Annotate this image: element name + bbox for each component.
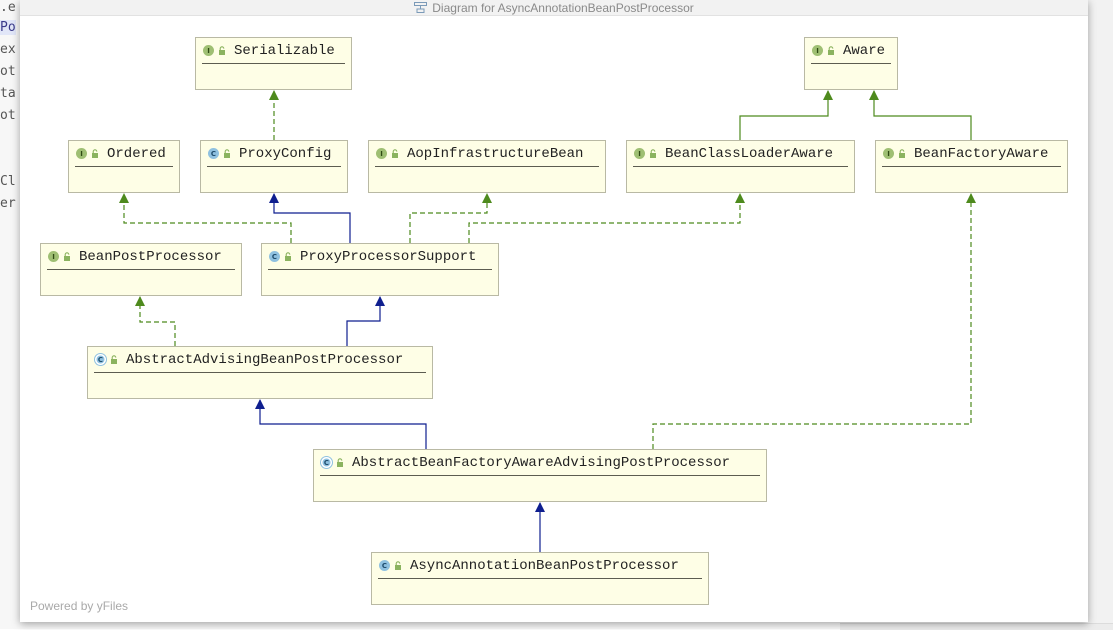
node-header: I AopInfrastructureBean xyxy=(375,141,599,167)
editor-right-gutter xyxy=(1088,0,1113,629)
edge-beanfactoryaware-aware xyxy=(869,90,972,140)
node-name-abstractbeanfactoryawareadvisingpostprocessor: AbstractBeanFactoryAwareAdvisingPostProc… xyxy=(352,454,731,471)
abstract-class-icon: C xyxy=(321,457,332,468)
lock-icon xyxy=(650,149,656,158)
node-name-beanclassloaderaware: BeanClassLoaderAware xyxy=(665,145,834,162)
editor-code-fragment: ta xyxy=(0,86,16,101)
edge-abstractadvising-beanpostprocessor xyxy=(135,296,176,346)
node-name-ordered: Ordered xyxy=(107,145,166,162)
node-header: I BeanClassLoaderAware xyxy=(633,141,848,167)
class-icon: C xyxy=(208,148,219,159)
node-header: I BeanPostProcessor xyxy=(47,244,235,270)
interface-icon: I xyxy=(203,45,214,56)
edge-abstractadvising-proxyprocessorsupport xyxy=(346,296,385,346)
node-name-asyncannotationbeanpostprocessor: AsyncAnnotationBeanPostProcessor xyxy=(410,557,679,574)
node-serializable[interactable]: I Serializable xyxy=(195,37,352,90)
node-header: C AsyncAnnotationBeanPostProcessor xyxy=(378,553,702,579)
edge-proxyprocessorsupport-beanclassloaderaware xyxy=(468,193,745,243)
node-asyncannotationbeanpostprocessor[interactable]: C AsyncAnnotationBeanPostProcessor xyxy=(371,552,709,605)
editor-status-edge xyxy=(840,623,1113,630)
node-abstractbeanfactoryawareadvisingpostprocessor[interactable]: C AbstractBeanFactoryAwareAdvisingPostPr… xyxy=(313,449,767,502)
node-header: I BeanFactoryAware xyxy=(882,141,1061,167)
node-proxyconfig[interactable]: C ProxyConfig xyxy=(200,140,348,193)
interface-icon: I xyxy=(48,251,59,262)
node-name-abstractadvisingbeanpostprocessor: AbstractAdvisingBeanPostProcessor xyxy=(126,351,404,368)
node-name-serializable: Serializable xyxy=(234,42,335,59)
lock-icon xyxy=(219,46,225,55)
lock-icon xyxy=(392,149,398,158)
window-title-bar[interactable]: Diagram for AsyncAnnotationBeanPostProce… xyxy=(20,0,1088,16)
node-name-aware: Aware xyxy=(843,42,886,59)
edge-abstractbfa-beanfactoryaware xyxy=(652,193,976,449)
lock-icon xyxy=(224,149,230,158)
node-beanclassloaderaware[interactable]: I BeanClassLoaderAware xyxy=(626,140,855,193)
diagram-canvas[interactable]: I Serializable I Aware I Ordered C xyxy=(20,0,1088,622)
editor-code-fragment: ex xyxy=(0,42,16,57)
edge-proxyprocessorsupport-proxyconfig xyxy=(269,193,351,243)
edge-beanclassloaderaware-aware xyxy=(739,90,833,140)
window-title: Diagram for AsyncAnnotationBeanPostProce… xyxy=(432,0,694,15)
diagram-window: I Serializable I Aware I Ordered C xyxy=(20,0,1088,622)
abstract-class-icon: C xyxy=(95,354,106,365)
lock-icon xyxy=(111,355,117,364)
node-header: I Serializable xyxy=(202,38,345,64)
node-beanfactoryaware[interactable]: I BeanFactoryAware xyxy=(875,140,1068,193)
powered-by-label: Powered by yFiles xyxy=(30,599,129,613)
node-abstractadvisingbeanpostprocessor[interactable]: C AbstractAdvisingBeanPostProcessor xyxy=(87,346,433,399)
node-header: C AbstractBeanFactoryAwareAdvisingPostPr… xyxy=(320,450,760,476)
lock-icon xyxy=(92,149,98,158)
lock-icon xyxy=(285,252,291,261)
editor-code-fragment: ot xyxy=(0,108,16,123)
interface-icon: I xyxy=(76,148,87,159)
node-name-proxyconfig: ProxyConfig xyxy=(239,145,332,162)
class-icon: C xyxy=(269,251,280,262)
node-proxyprocessorsupport[interactable]: C ProxyProcessorSupport xyxy=(261,243,499,296)
node-header: C AbstractAdvisingBeanPostProcessor xyxy=(94,347,426,373)
node-name-beanpostprocessor: BeanPostProcessor xyxy=(79,248,222,265)
node-name-beanfactoryaware: BeanFactoryAware xyxy=(914,145,1049,162)
node-header: I Aware xyxy=(811,38,891,64)
inheritance-edges xyxy=(119,90,976,552)
editor-code-fragment: .e xyxy=(0,0,16,15)
interface-icon: I xyxy=(634,148,645,159)
interface-icon: I xyxy=(883,148,894,159)
lock-icon xyxy=(828,46,834,55)
node-aware[interactable]: I Aware xyxy=(804,37,898,90)
node-header: C ProxyConfig xyxy=(207,141,341,167)
node-name-proxyprocessorsupport: ProxyProcessorSupport xyxy=(300,248,477,265)
lock-icon xyxy=(337,458,343,467)
node-header: C ProxyProcessorSupport xyxy=(268,244,492,270)
interface-icon: I xyxy=(812,45,823,56)
lock-icon xyxy=(64,252,70,261)
lock-icon xyxy=(899,149,905,158)
edge-proxyprocessorsupport-aopinfrastructurebean xyxy=(409,193,492,243)
editor-code-fragment: Cl xyxy=(0,174,16,189)
editor-code-fragment: Po xyxy=(0,20,16,35)
node-header: I Ordered xyxy=(75,141,173,167)
node-name-aopinfrastructurebean: AopInfrastructureBean xyxy=(407,145,584,162)
node-beanpostprocessor[interactable]: I BeanPostProcessor xyxy=(40,243,242,296)
edge-proxyprocessorsupport-ordered xyxy=(119,193,292,243)
editor-code-fragment: ot xyxy=(0,64,16,79)
diagram-icon xyxy=(414,2,428,13)
interface-icon: I xyxy=(376,148,387,159)
class-icon: C xyxy=(379,560,390,571)
node-aopinfrastructurebean[interactable]: I AopInfrastructureBean xyxy=(368,140,606,193)
node-ordered[interactable]: I Ordered xyxy=(68,140,180,193)
lock-icon xyxy=(395,561,401,570)
editor-code-fragment: er xyxy=(0,196,16,211)
edge-abstractbfa-abstractadvising xyxy=(255,399,427,449)
